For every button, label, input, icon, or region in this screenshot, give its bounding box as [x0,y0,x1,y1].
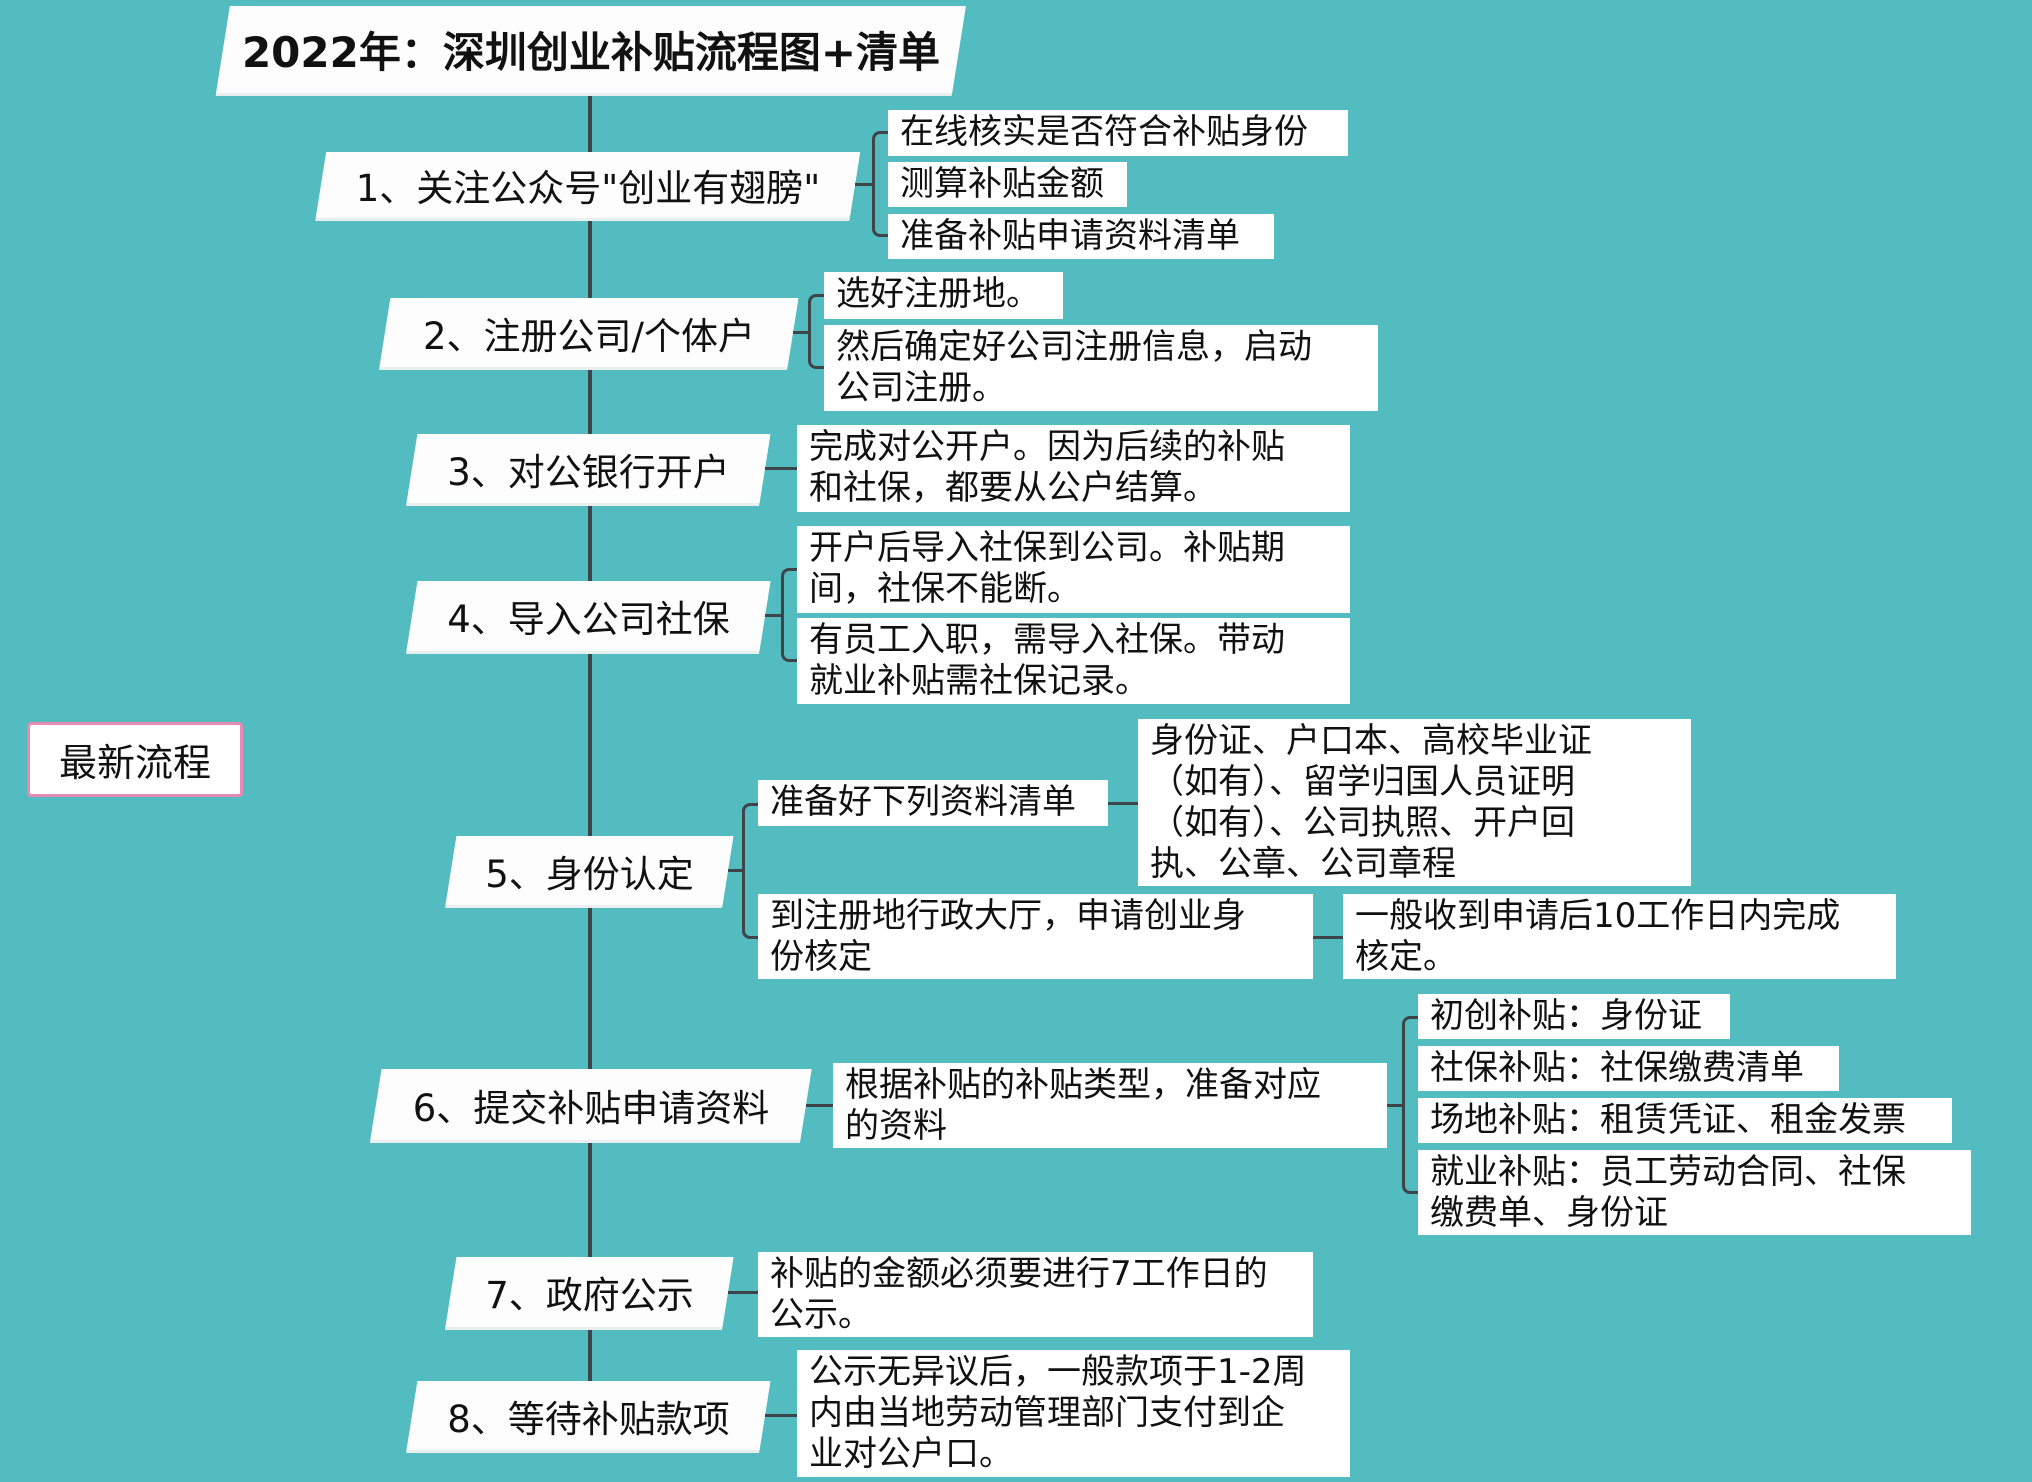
step-3-label: 3、对公银行开户 [447,450,730,494]
subsidy-venue: 场地补贴：租赁凭证、租金发票 [1418,1098,1952,1143]
step-1-child-1: 在线核实是否符合补贴身份 [888,110,1348,156]
step-4-connector [765,614,782,617]
step-4-label: 4、导入公司社保 [447,598,730,641]
title-text: 2022年：深圳创业补贴流程图+清单 [241,28,941,77]
step-3-child-1: 完成对公开户。因为后续的补贴 和社保，都要从公户结算。 [797,425,1350,512]
step-7-node: 7、政府公示 [445,1257,734,1327]
step-8-connector [765,1414,797,1417]
subsidy-startup: 初创补贴：身份证 [1418,994,1730,1039]
step-2-node: 2、注册公司/个体户 [379,298,799,367]
step-1-label: 1、关注公众号"创业有翅膀" [355,167,821,210]
step-6-node: 6、提交补贴申请资料 [370,1069,812,1140]
step-5-child-2-connector [1313,936,1343,939]
step-1-brace [872,131,888,237]
step-1-connector [855,183,873,186]
step-3-connector [765,467,797,470]
step-6-child-1: 根据补贴的补贴类型，准备对应 的资料 [833,1063,1387,1148]
step-7-child-1: 补贴的金额必须要进行7工作日的 公示。 [758,1252,1313,1337]
diagram-title: 2022年：深圳创业补贴流程图+清单 [216,6,966,93]
step-2-connector [793,331,809,334]
step-7-connector [728,1291,758,1294]
step-5-node: 5、身份认定 [445,836,734,905]
step-6-brace [1402,1016,1418,1194]
step-1-node: 1、关注公众号"创业有翅膀" [315,152,861,218]
step-4-node: 4、导入公司社保 [406,581,771,651]
step-4-brace [781,568,797,662]
step-5-connector [728,869,743,872]
trunk-connector [588,93,592,1393]
root-node: 最新流程 [27,722,243,797]
step-5-review-time: 一般收到申请后10工作日内完成 核定。 [1343,894,1896,979]
step-3-node: 3、对公银行开户 [406,434,771,503]
step-5-child-1: 准备好下列资料清单 [758,780,1108,826]
step-5-brace [742,803,758,939]
step-8-child-1: 公示无异议后，一般款项于1-2周 内由当地劳动管理部门支付到企 业对公户口。 [797,1350,1350,1477]
step-6-connector [806,1104,833,1107]
step-4-child-2: 有员工入职，需导入社保。带动 就业补贴需社保记录。 [797,618,1350,704]
step-8-label: 8、等待补贴款项 [447,1397,730,1441]
step-2-child-2: 然后确定好公司注册信息，启动 公司注册。 [824,325,1378,411]
step-5-child-1-connector [1108,802,1138,805]
subsidy-employment: 就业补贴：员工劳动合同、社保 缴费单、身份证 [1418,1150,1971,1235]
step-1-child-3: 准备补贴申请资料清单 [888,214,1274,259]
step-7-label: 7、政府公示 [485,1274,694,1317]
root-label: 最新流程 [58,741,211,785]
step-6-sub-connector [1387,1104,1403,1107]
step-2-child-1: 选好注册地。 [824,272,1063,319]
step-5-label: 5、身份认定 [485,852,694,896]
subsidy-social-security: 社保补贴：社保缴费清单 [1418,1046,1839,1091]
step-8-node: 8、等待补贴款项 [406,1381,771,1450]
step-6-label: 6、提交补贴申请资料 [412,1086,770,1130]
step-5-child-2: 到注册地行政大厅，申请创业身 份核定 [758,894,1313,979]
step-2-label: 2、注册公司/个体户 [422,314,755,358]
step-4-child-1: 开户后导入社保到公司。补贴期 间，社保不能断。 [797,526,1350,613]
step-1-child-2: 测算补贴金额 [888,162,1127,207]
step-2-brace [808,294,824,369]
step-5-documents-list: 身份证、户口本、高校毕业证 （如有）、留学归国人员证明 （如有）、公司执照、开户… [1138,719,1691,886]
